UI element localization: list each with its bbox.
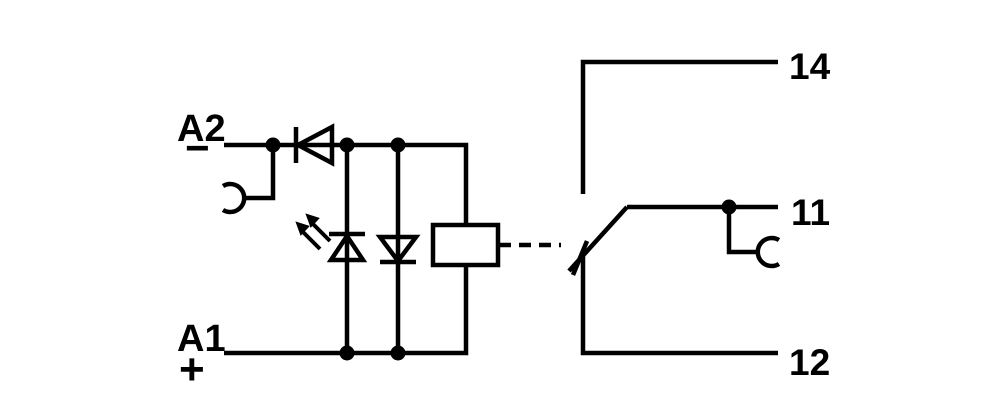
wire-socket-right [726,207,758,255]
polarity-minus-sign: − [185,124,210,171]
socket-arc-left [221,181,247,215]
junction-dot [390,345,406,361]
socket-arc-right [755,235,781,269]
polarity-plus-sign: + [179,345,205,394]
changeover-contact-icon [567,205,629,276]
socket-contact-left-icon [221,145,276,215]
led-branch [295,145,368,353]
wire-terminal-14 [580,59,778,194]
series-diode-icon [293,123,335,167]
junction-dots [265,137,406,361]
terminal-label-11: 11 [791,192,830,233]
coil-circuit [221,123,501,361]
suppressor-diode-branch [375,145,421,353]
terminal-label-a1: A1 [177,318,226,360]
wire-a1-rail [224,265,469,356]
junction-dot [390,137,406,153]
socket-contact-right-icon [726,207,781,269]
terminal-label-14: 14 [789,46,831,87]
terminal-label-a2: A2 [177,108,226,150]
junction-dot [339,137,355,153]
suppressor-diode-icon [375,234,421,265]
terminal-label-12: 12 [789,342,830,383]
diode-triangle [375,234,421,265]
junction-dot [339,345,355,361]
wire-socket-left [244,145,276,201]
diode-triangle [293,123,335,167]
wire-a2-rail [224,142,469,225]
relay-coil [430,222,501,268]
led-emission-arrows [295,213,332,251]
led-icon [295,213,368,263]
junction-dot [265,137,281,153]
contact-tick [570,240,590,276]
contact-circuit [567,59,781,356]
wire-terminal-12 [580,255,778,356]
led-triangle [326,231,368,263]
